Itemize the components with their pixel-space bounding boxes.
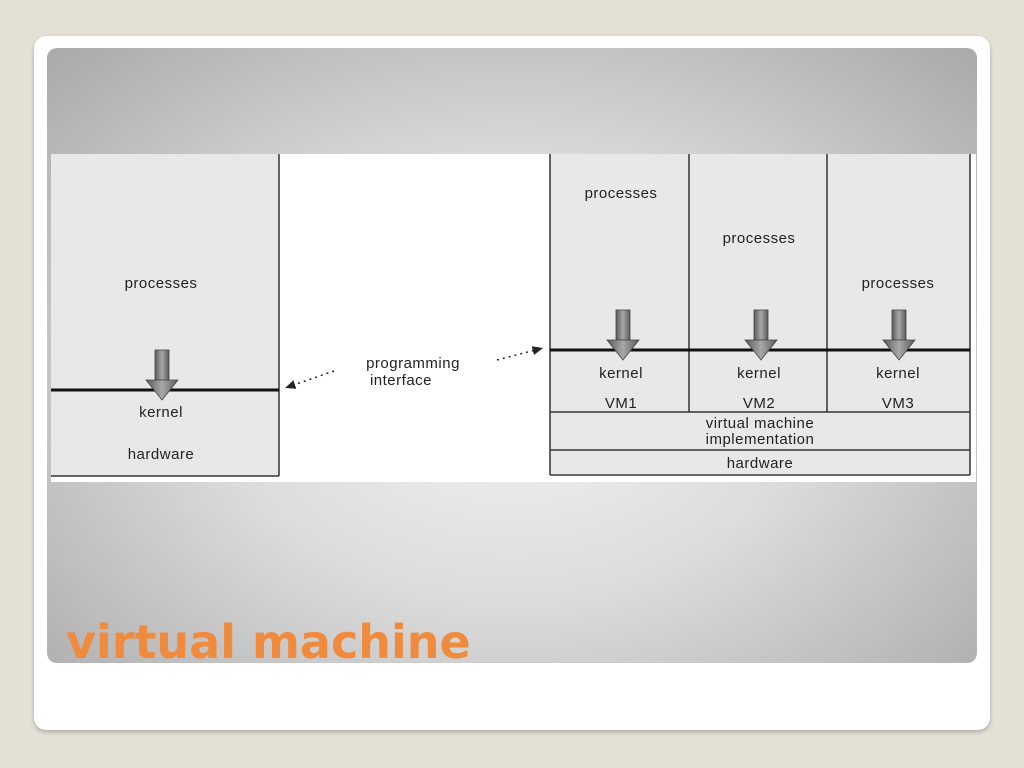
- down-arrow-icon: [744, 309, 778, 361]
- programming-interface: programming interface: [284, 346, 544, 389]
- vm1-kernel-label: kernel: [599, 365, 643, 382]
- interface-label-line1: programming: [366, 355, 460, 372]
- vm1-column: processes kernel VM1: [585, 185, 658, 412]
- vm2-label: VM2: [743, 395, 775, 412]
- vm-hardware-label: hardware: [727, 455, 794, 472]
- vm3-processes-label: processes: [862, 275, 935, 292]
- vm1-processes-label: processes: [585, 185, 658, 202]
- vm3-column: processes kernel VM3: [862, 275, 935, 412]
- down-arrow-icon: [145, 349, 179, 401]
- virtual-machines: processes kernel VM1 processes kernel VM…: [549, 154, 971, 476]
- hardware-label: hardware: [128, 446, 195, 463]
- vm2-column: processes kernel VM2: [723, 230, 796, 412]
- vm2-kernel-label: kernel: [737, 365, 781, 382]
- kernel-label: kernel: [139, 404, 183, 421]
- down-arrow-icon: [882, 309, 916, 361]
- vm-implementation-line1: virtual machine: [706, 415, 814, 432]
- down-arrow-icon: [606, 309, 640, 361]
- vm2-processes-label: processes: [723, 230, 796, 247]
- virtual-machine-diagram: processes kernel hardware programming in…: [51, 154, 976, 482]
- vm3-label: VM3: [882, 395, 914, 412]
- non-virtual-box: [51, 154, 279, 476]
- slide-title: virtual machine: [66, 615, 471, 669]
- vm1-label: VM1: [605, 395, 637, 412]
- vm-implementation-line2: implementation: [706, 431, 815, 448]
- non-virtual-machine: processes kernel hardware: [51, 154, 280, 477]
- vm3-kernel-label: kernel: [876, 365, 920, 382]
- interface-label-line2: interface: [370, 372, 432, 389]
- diagram-svg: processes kernel hardware programming in…: [51, 154, 971, 477]
- processes-label: processes: [125, 275, 198, 292]
